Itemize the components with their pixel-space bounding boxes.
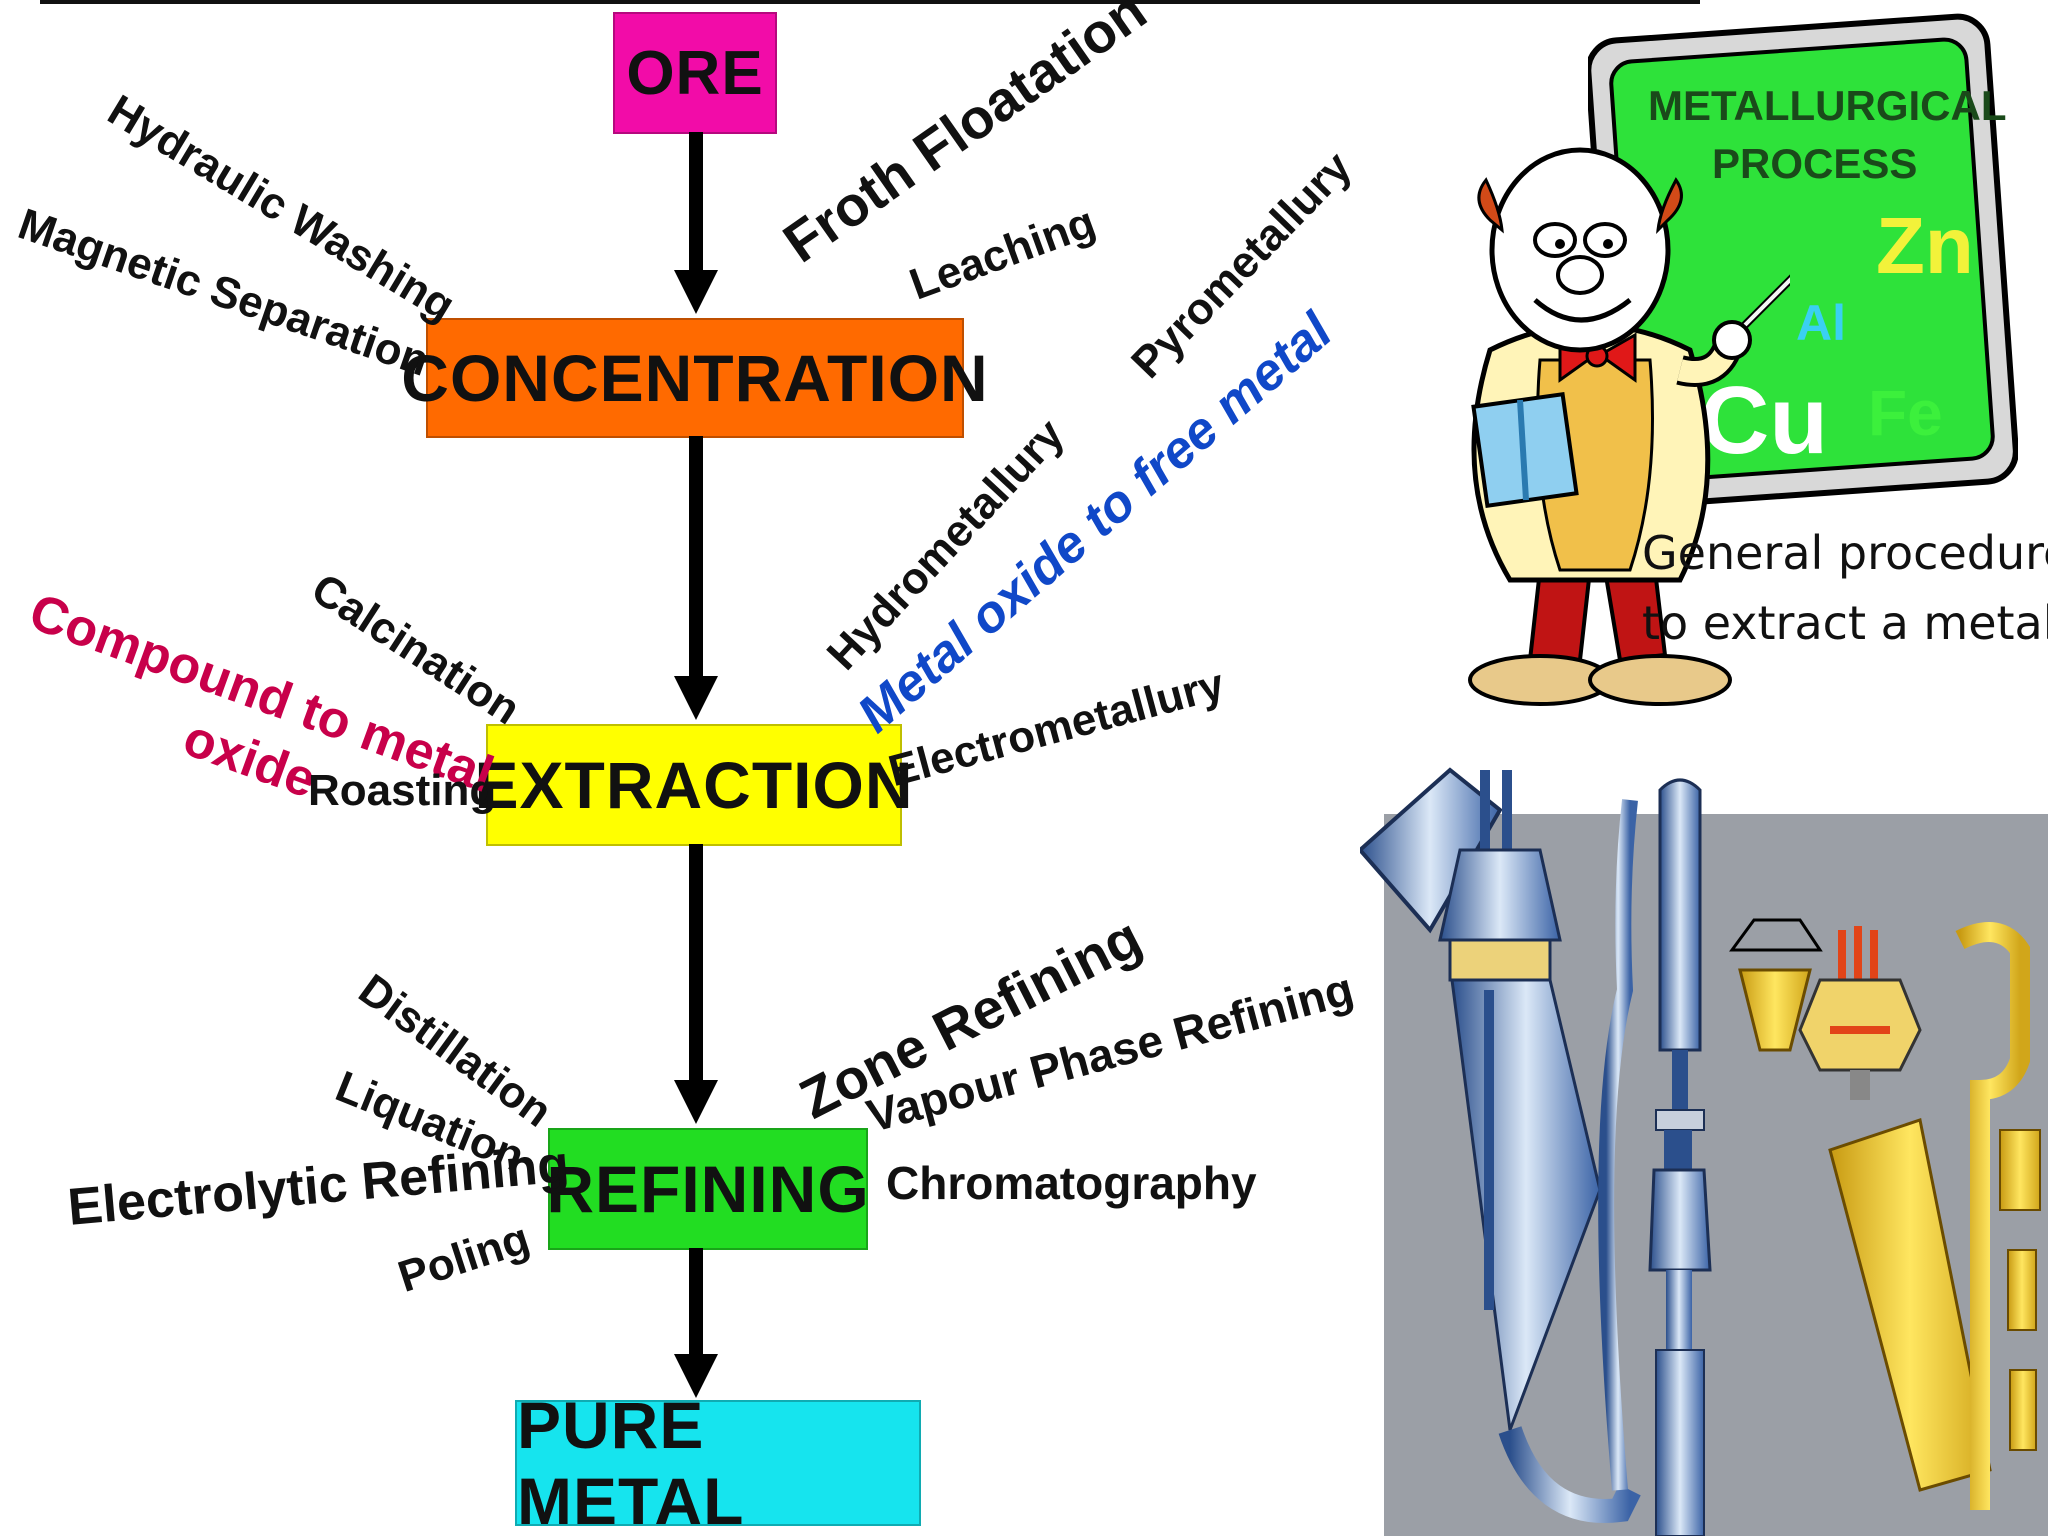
refining-box: REFINING: [546, 1128, 870, 1250]
arrow-head-3: [674, 1080, 718, 1124]
arrow-head-1: [674, 270, 718, 314]
arrow-ore-to-concentration: [689, 132, 703, 274]
board-element-al: Al: [1796, 295, 1846, 351]
arrow-extraction-to-refining: [689, 844, 703, 1084]
refining-label: REFINING: [546, 1152, 870, 1226]
caption-line2: to extract a metal....: [1642, 596, 2048, 650]
board-element-cu: Cu: [1700, 367, 1828, 474]
caption-line1: General procedure: [1642, 526, 2048, 580]
pure-metal-label: PURE METAL: [517, 1388, 745, 1538]
concentration-label: CONCENTRATION: [401, 341, 989, 415]
chromatography-label: Chromatography: [886, 1157, 1257, 1209]
professor-cartoon: [1468, 147, 1790, 706]
extraction-label: EXTRACTION: [474, 748, 914, 822]
board-title-line2: PROCESS: [1712, 140, 1918, 187]
arrow-head-2: [674, 676, 718, 720]
cropped-title-strip: [40, 0, 1700, 14]
extraction-box: EXTRACTION: [475, 724, 913, 846]
leaching-label: Leaching: [903, 197, 1102, 310]
roasting-label: Roasting: [308, 766, 497, 815]
froth-floatation-label: Froth Floatation: [771, 0, 1158, 275]
arrow-head-4: [674, 1354, 718, 1398]
furnace-illustration: [1360, 767, 2048, 1536]
board-element-fe: Fe: [1868, 377, 1943, 449]
poling-label: Poling: [392, 1213, 536, 1302]
board-element-zn: Zn: [1876, 201, 1974, 290]
ore-label: ORE: [626, 38, 764, 108]
ore-box: ORE: [613, 12, 777, 134]
magnetic-separation-label: Magnetic Separation: [12, 199, 436, 386]
arrow-concentration-to-extraction: [689, 436, 703, 680]
pure-metal-box: PURE METAL: [515, 1388, 921, 1538]
concentration-box: CONCENTRATION: [401, 318, 988, 438]
arrow-refining-to-pure-metal: [689, 1248, 703, 1358]
board-title-line1: METALLURGICAL: [1648, 82, 2007, 129]
